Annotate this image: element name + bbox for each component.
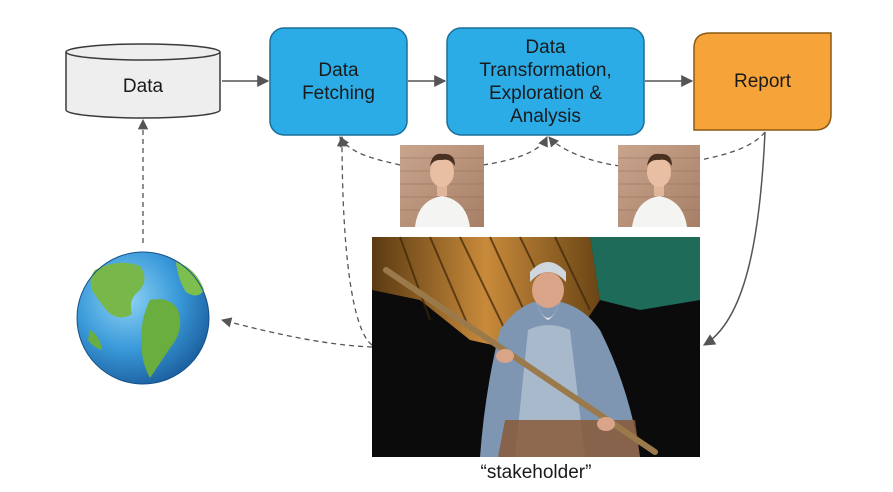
data-fetching-box <box>269 27 408 136</box>
dashed-arrow-report-to-photo <box>699 131 766 161</box>
globe-icon <box>76 251 210 385</box>
dashed-arrow-to-transformation <box>482 136 548 166</box>
stakeholder-caption: “stakeholder” <box>480 462 592 483</box>
report-box <box>693 32 832 131</box>
database-icon <box>65 43 221 119</box>
dashed-arrow-from-photo-to-transformation <box>548 136 621 167</box>
person-photo <box>400 145 484 227</box>
dashed-arrow-stakeholder-to-fetching <box>336 135 373 346</box>
data-transformation-box <box>446 27 645 136</box>
person-photo <box>618 145 700 227</box>
arrow-report-to-stakeholder <box>702 131 766 346</box>
stakeholder-photo <box>372 236 700 457</box>
dashed-arrow-to-fetching <box>339 136 401 166</box>
dashed-arrow-stakeholder-to-globe <box>220 317 373 348</box>
